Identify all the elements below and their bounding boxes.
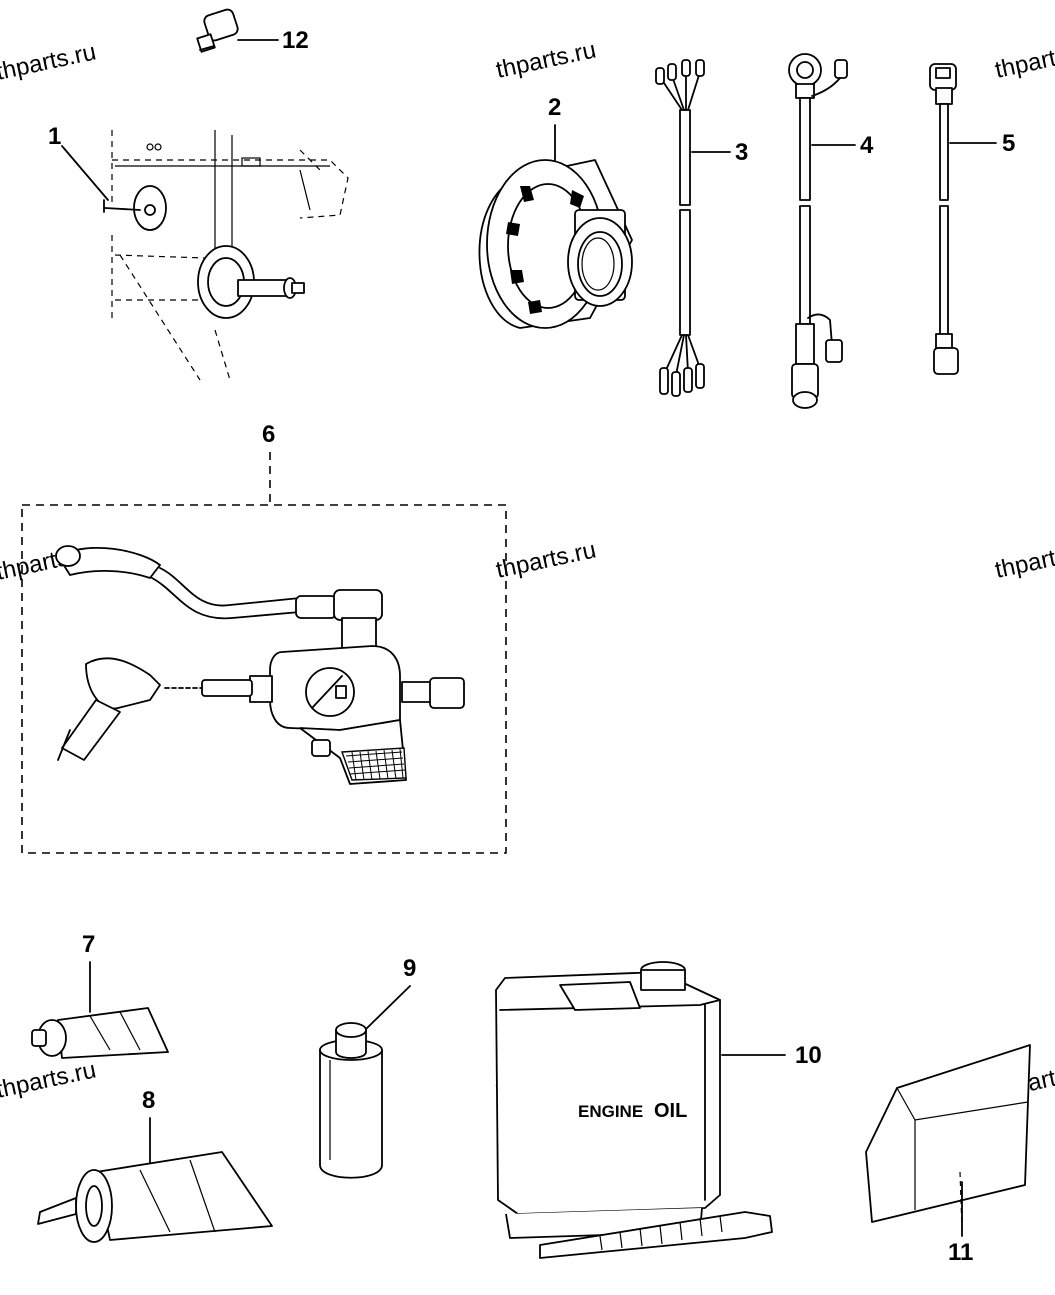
watermark: thparts.ru — [494, 36, 599, 83]
part-7-tube: 7 — [31, 931, 169, 1059]
part-10-oil-jug: ENGINE OIL 10 — [495, 961, 822, 1259]
callout-10: 10 — [795, 1042, 822, 1069]
part-12-fitting: 12 — [196, 8, 309, 54]
part-11-pouch: 11 — [865, 1044, 1031, 1266]
grip-texture — [345, 748, 406, 781]
callout-1: 1 — [48, 123, 61, 150]
label-oil: OIL — [654, 1100, 687, 1122]
callout-6: 6 — [262, 421, 275, 448]
part-5-extension: 5 — [929, 63, 1015, 375]
callout-8: 8 — [142, 1087, 155, 1114]
watermark: thparts.ru — [0, 38, 98, 85]
callout-3: 3 — [735, 139, 748, 166]
part-9-can: 9 — [319, 955, 416, 1179]
watermark: thparts.ru — [993, 536, 1055, 583]
part-3-harness: 3 — [655, 59, 748, 397]
watermark: thparts.ru — [993, 36, 1055, 83]
part-1-gearcase-anode: 1 — [48, 123, 349, 381]
callout-4: 4 — [860, 132, 874, 159]
part-6-tester-kit: 6 — [21, 421, 507, 854]
part-4-harness: 4 — [788, 53, 874, 409]
callout-9: 9 — [403, 955, 416, 982]
part-8-tube: 8 — [37, 1087, 273, 1243]
label-engine: ENGINE — [578, 1102, 643, 1121]
callout-7: 7 — [82, 931, 95, 958]
callout-11: 11 — [948, 1239, 973, 1266]
watermark: thparts.ru — [494, 536, 599, 583]
callout-5: 5 — [1002, 130, 1015, 157]
watermark: thparts.ru — [0, 1056, 98, 1103]
callout-2: 2 — [548, 94, 561, 121]
callout-12: 12 — [282, 27, 309, 54]
part-2-flange: 2 — [478, 94, 633, 329]
